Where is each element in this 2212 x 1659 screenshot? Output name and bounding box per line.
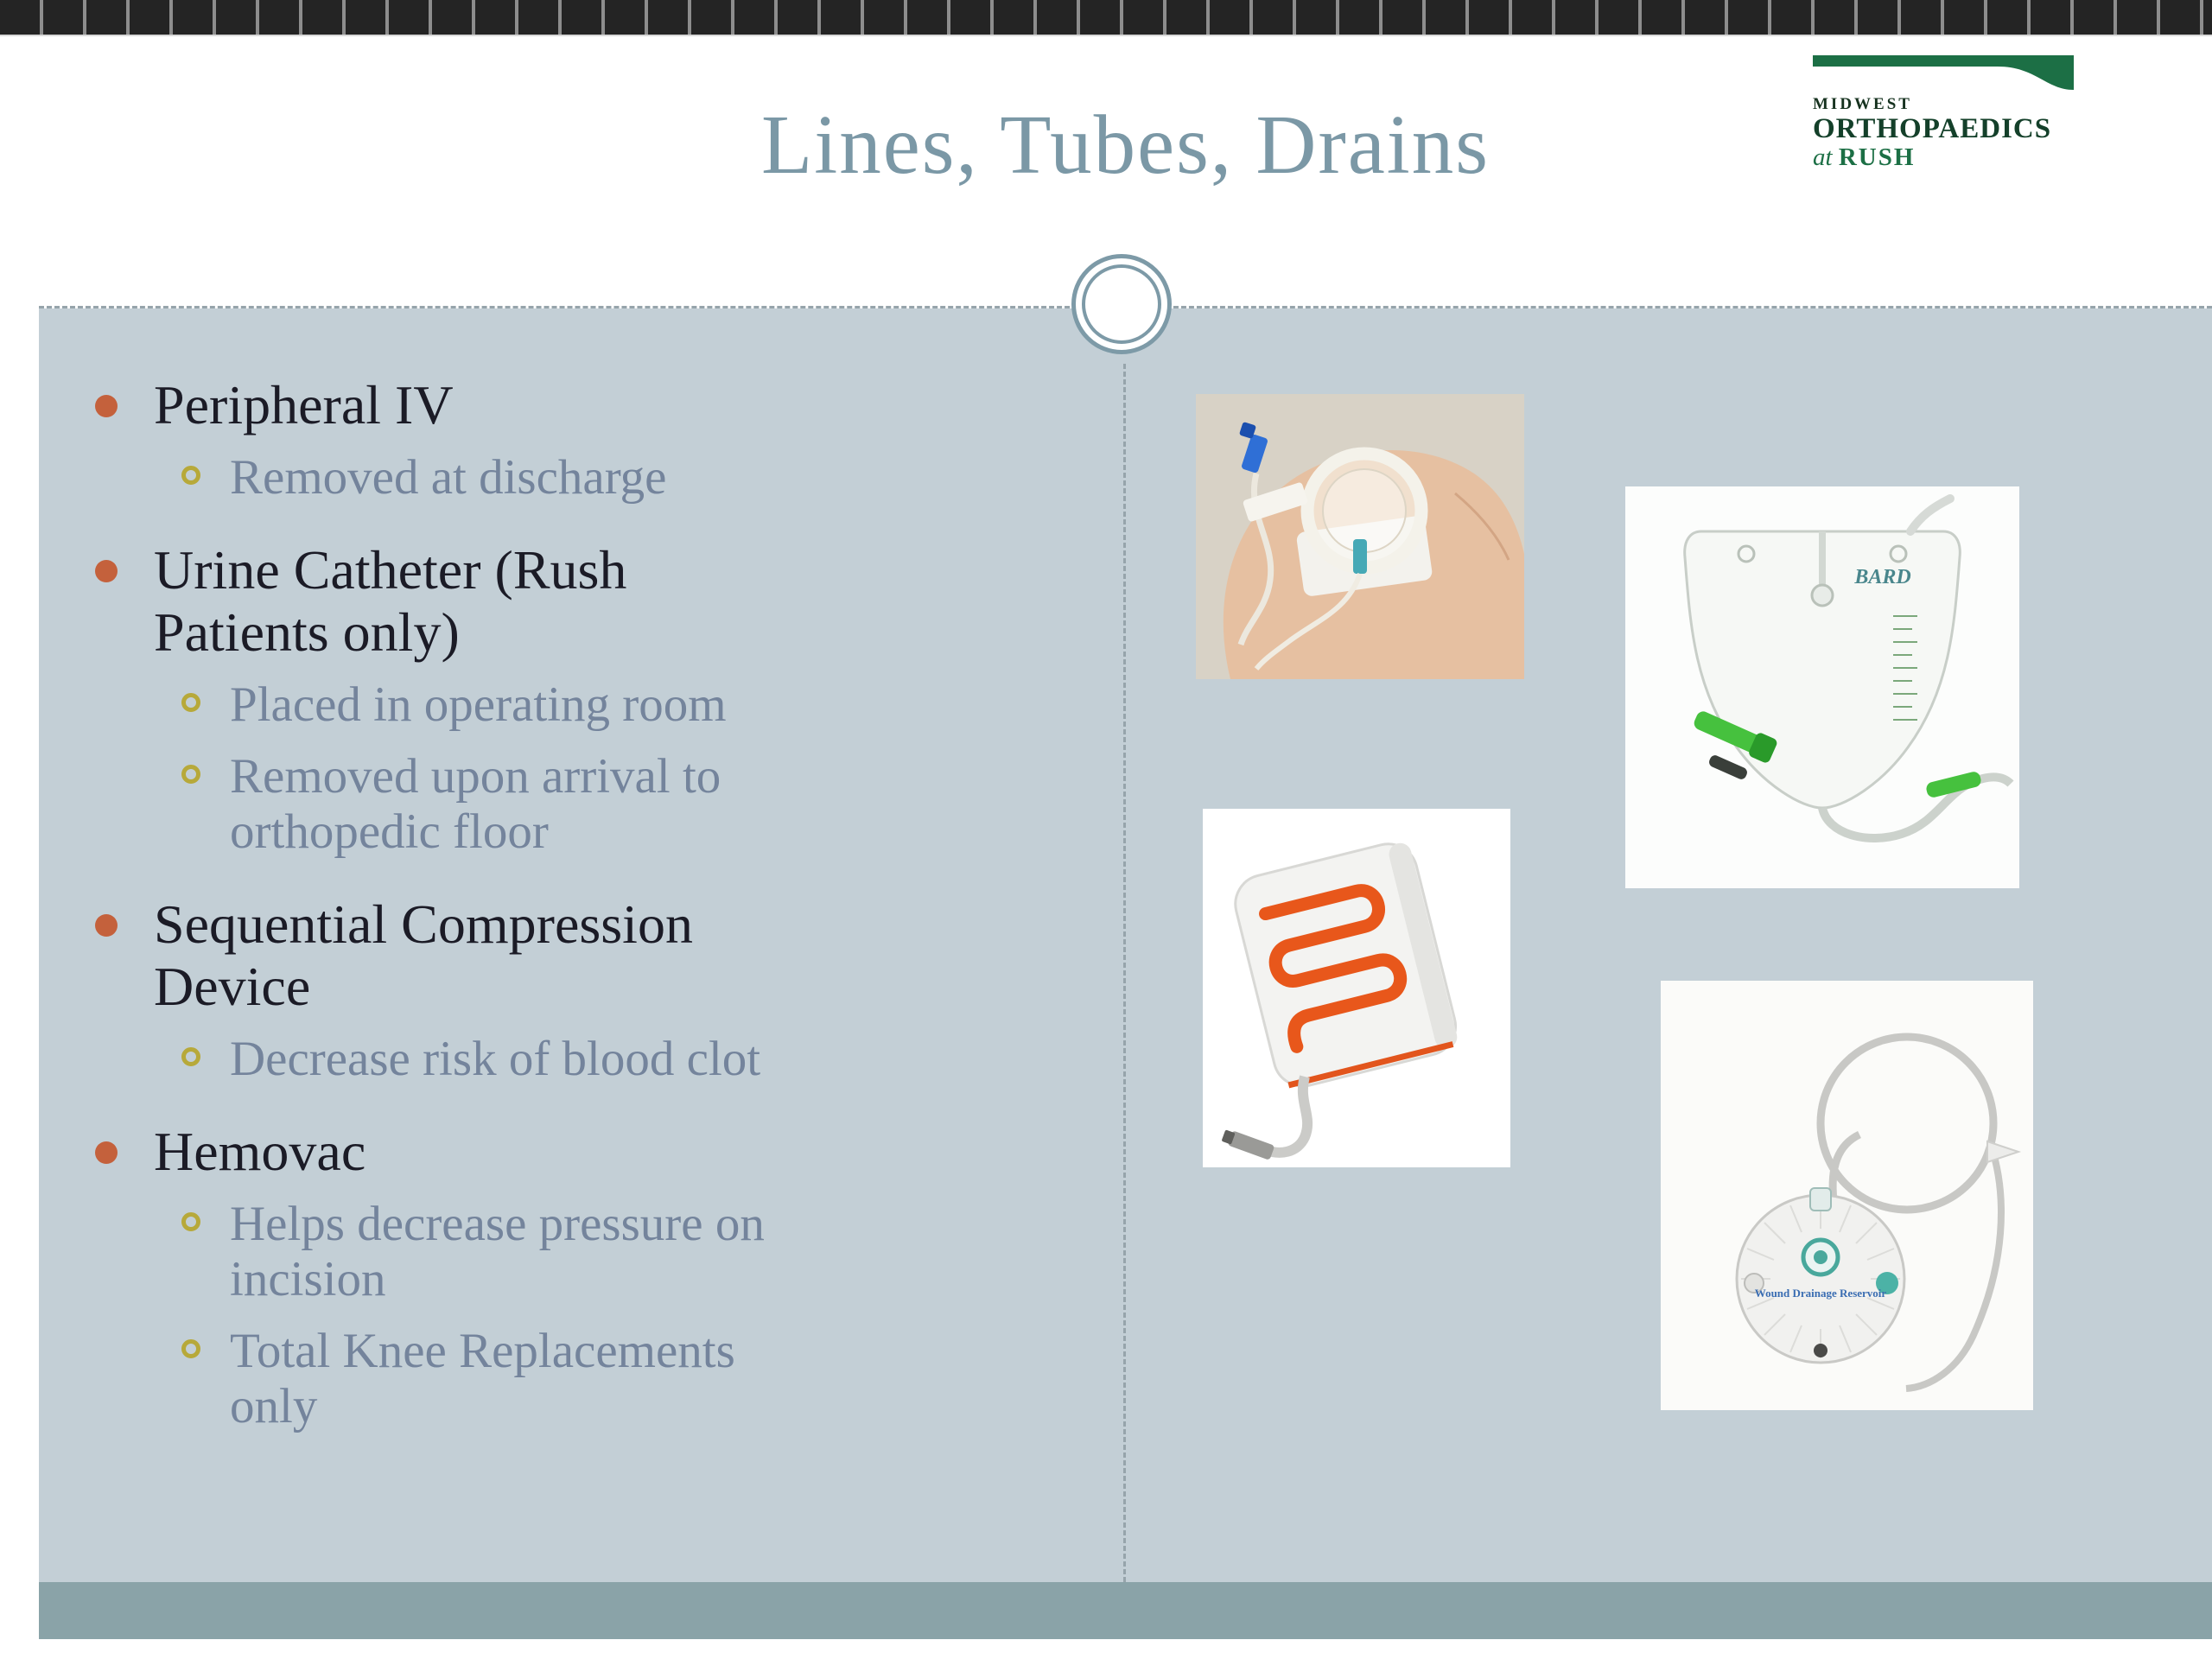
- bullet-dot: [95, 1141, 118, 1164]
- volume-scale: [1893, 615, 1917, 721]
- logo-text-rush: RUSH: [1838, 143, 1916, 171]
- column-divider-dashed-line: [1123, 364, 1126, 1582]
- drain-tubing-loop: [1816, 1033, 1998, 1214]
- logo-text-orthopaedics: ORTHOPAEDICS: [1813, 113, 2052, 144]
- bullet-ring: [181, 693, 200, 713]
- bullet-dot: [95, 913, 118, 937]
- iv-connector: [1353, 539, 1367, 574]
- peripheral-iv-photo: [1196, 394, 1524, 679]
- green-clamp: [1694, 711, 1777, 763]
- bullet-label: Sequential Compression Device: [154, 893, 693, 1017]
- sub-list-item: Helps decrease pressure on incision: [181, 1197, 1097, 1308]
- sub-bullet-list: Placed in operating room Removed upon ar…: [181, 677, 1097, 860]
- logo-swoosh: [1813, 55, 2074, 90]
- anti-reflux-valve: [1810, 583, 1834, 607]
- bullet-ring: [181, 1338, 200, 1358]
- sub-list-item: Removed at discharge: [181, 450, 1097, 505]
- iv-tape: [1243, 482, 1308, 522]
- footer-bar: [39, 1582, 2212, 1639]
- list-item-hemovac: Hemovac Helps decrease pressure on incis…: [95, 1121, 1097, 1435]
- reservoir-pleats: [1741, 1199, 1900, 1358]
- list-item-scd: Sequential Compression Device Decrease r…: [95, 893, 1097, 1088]
- scd-sleeve-photo: [1203, 809, 1510, 1167]
- catheter-tube-top: [1906, 494, 1955, 536]
- bullet-label: Urine Catheter (Rush Patients only): [154, 538, 627, 664]
- urine-bag-illustration: BARD: [1625, 486, 2019, 888]
- sub-list-item: Removed upon arrival to orthopedic floor: [181, 749, 1097, 861]
- slide-body: Peripheral IV Removed at discharge Urine…: [39, 308, 2212, 1582]
- logo-text-midwest: MIDWEST: [1813, 95, 1912, 113]
- hemovac-illustration: Wound Drainage Reservoir: [1661, 981, 2033, 1410]
- sub-bullet-list: Helps decrease pressure on incision Tota…: [181, 1197, 1097, 1435]
- bag-brand-text: BARD: [1853, 566, 1910, 588]
- sleeve-outlet-tube: [1262, 1075, 1313, 1158]
- sub-bullet-label: Helps decrease pressure on incision: [230, 1196, 765, 1307]
- list-item-urine-catheter: Urine Catheter (Rush Patients only) Plac…: [95, 539, 1097, 861]
- bullet-ring: [181, 764, 200, 784]
- bullet-dot: [95, 395, 118, 417]
- sub-list-item: Decrease risk of blood clot: [181, 1032, 1097, 1087]
- sub-bullet-list: Decrease risk of blood clot: [181, 1032, 1097, 1087]
- bullet-ring: [181, 466, 200, 486]
- midwest-orthopaedics-logo: MIDWEST ORTHOPAEDICS at RUSH: [1813, 55, 2074, 172]
- divider-circle-ornament: [1071, 254, 1172, 354]
- sub-bullet-label: Decrease risk of blood clot: [230, 1032, 761, 1087]
- sub-bullet-label: Removed upon arrival to orthopedic floor: [230, 748, 721, 860]
- iv-hub: [1242, 434, 1268, 474]
- iv-tubing: [1254, 573, 1363, 671]
- bullet-dot: [95, 559, 118, 582]
- bullet-label: Peripheral IV: [154, 374, 454, 435]
- top-spout: [1809, 1187, 1832, 1211]
- slide-title: Lines, Tubes, Drains: [761, 99, 1490, 191]
- sub-bullet-label: Placed in operating room: [230, 677, 727, 733]
- tube-connector: [1222, 1129, 1274, 1160]
- tubing-connector-wedge: [1986, 1140, 2022, 1164]
- sub-bullet-list: Removed at discharge: [181, 450, 1097, 505]
- air-tube-serpentine: [1259, 884, 1408, 1053]
- side-port: [1876, 1272, 1898, 1294]
- list-item-peripheral-iv: Peripheral IV Removed at discharge: [95, 374, 1097, 506]
- hemovac-photo: Wound Drainage Reservoir: [1661, 981, 2033, 1410]
- scd-sleeve-illustration: [1203, 809, 1510, 1167]
- hand-iv-illustration: [1196, 394, 1524, 679]
- sub-bullet-label: Total Knee Replacements only: [230, 1323, 735, 1434]
- bullet-ring: [181, 1047, 200, 1067]
- logo-text-at: at: [1813, 143, 1833, 171]
- bullet-ring: [181, 1211, 200, 1231]
- reservoir-label-text: Wound Drainage Reservoir: [1755, 1287, 1887, 1300]
- outlet-tubing: [1818, 772, 2014, 843]
- sub-list-item: Total Knee Replacements only: [181, 1324, 1097, 1435]
- bullet-label: Hemovac: [154, 1120, 366, 1182]
- urine-catheter-bag-photo: BARD: [1625, 486, 2019, 888]
- top-filmstrip-bar: [0, 0, 2212, 36]
- sub-list-item: Placed in operating room: [181, 677, 1097, 733]
- bullet-list: Peripheral IV Removed at discharge Urine…: [95, 374, 1097, 1435]
- logo-text-at-rush: at RUSH: [1813, 143, 2074, 172]
- sub-bullet-label: Removed at discharge: [230, 450, 667, 505]
